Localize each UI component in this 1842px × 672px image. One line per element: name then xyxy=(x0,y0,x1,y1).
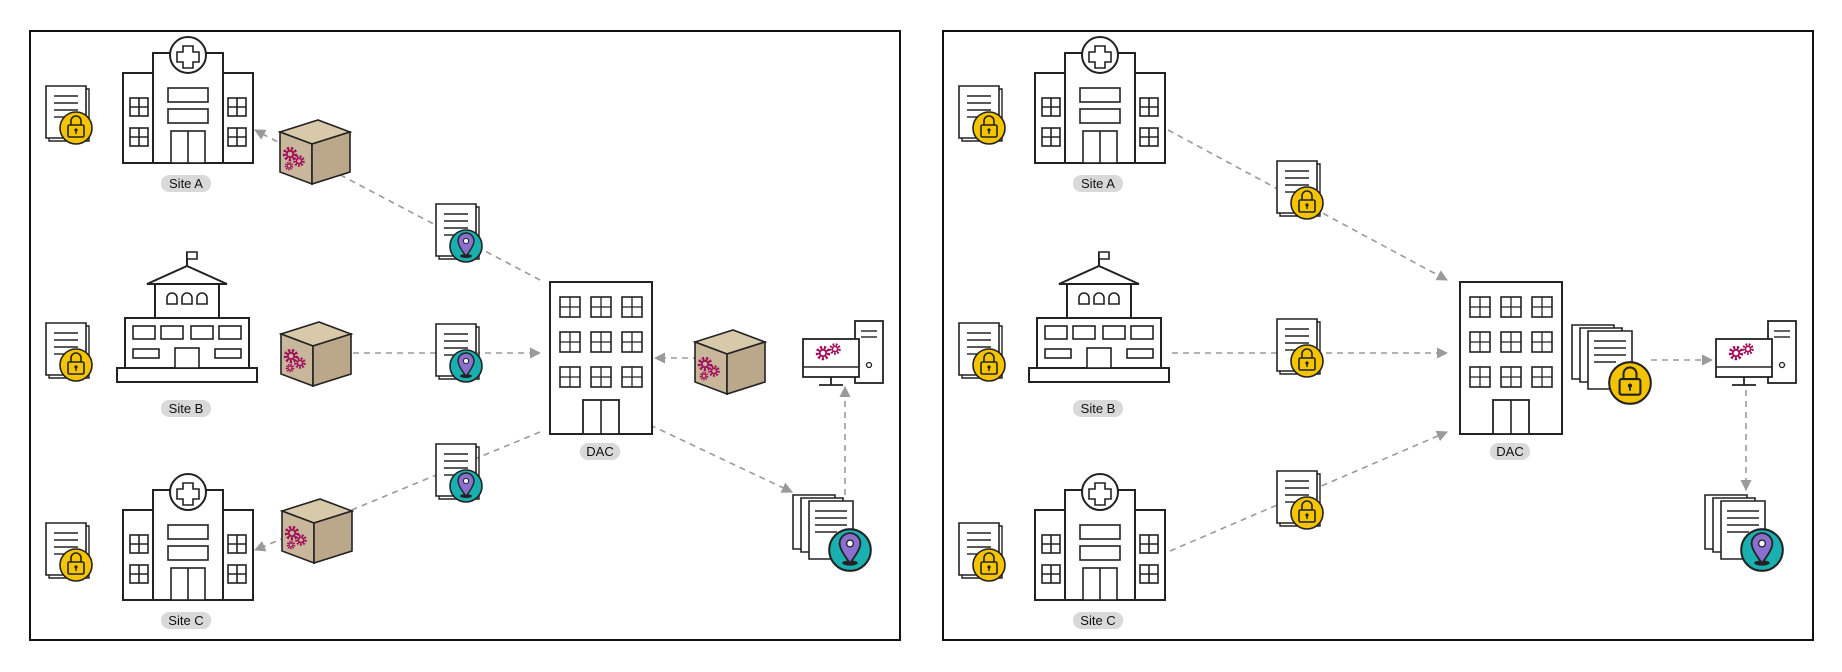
document-lock-icon xyxy=(1276,160,1324,220)
document-stack-pin-icon xyxy=(792,494,872,572)
panel-federated: Site A Site B Site C DAC xyxy=(29,30,901,641)
workstation-icon xyxy=(1716,321,1796,385)
site-label-b: Site B xyxy=(1073,400,1123,417)
site-label-c: Site C xyxy=(161,612,211,629)
site-label-a: Site A xyxy=(161,175,211,192)
document-lock-icon xyxy=(1276,470,1324,530)
document-pin-icon xyxy=(435,323,483,383)
site-label-c: Site C xyxy=(1073,612,1123,629)
workstation-icon xyxy=(803,321,883,385)
site-label-a: Site A xyxy=(1073,175,1123,192)
site-label-text: Site B xyxy=(169,401,204,416)
site-label-text: Site C xyxy=(1080,613,1115,628)
hospital-icon xyxy=(122,36,254,164)
panel-centralized: Site A Site B Site C DAC xyxy=(942,30,1814,641)
site-label-b: Site B xyxy=(161,400,211,417)
office-building-icon xyxy=(1459,281,1563,435)
document-lock-icon xyxy=(1276,318,1324,378)
site-label-text: Site C xyxy=(168,613,203,628)
model-box-icon xyxy=(280,120,350,184)
hospital-icon xyxy=(1034,473,1166,601)
hospital-icon xyxy=(1034,36,1166,164)
dac-label: DAC xyxy=(1490,443,1530,460)
model-box-icon xyxy=(281,322,351,386)
document-lock-icon xyxy=(958,85,1006,145)
hospital-icon xyxy=(122,473,254,601)
school-icon xyxy=(116,251,258,383)
dac-label-text: DAC xyxy=(586,444,613,459)
dac-label: DAC xyxy=(580,443,620,460)
panel-frame xyxy=(29,30,901,641)
arrows xyxy=(1167,129,1752,552)
site-label-text: Site A xyxy=(1081,176,1115,191)
document-stack-lock-icon xyxy=(1571,324,1652,405)
document-pin-icon xyxy=(435,443,483,503)
site-label-text: Site B xyxy=(1081,401,1116,416)
document-lock-icon xyxy=(45,85,93,145)
document-stack-pin-icon xyxy=(1704,494,1784,572)
office-building-icon xyxy=(549,281,653,435)
arrow-dac-to-results xyxy=(649,424,794,493)
document-lock-icon xyxy=(45,322,93,382)
document-lock-icon xyxy=(958,322,1006,382)
document-pin-icon xyxy=(435,203,483,263)
model-box-icon xyxy=(695,330,765,394)
model-box-icon xyxy=(282,499,352,563)
school-icon xyxy=(1028,251,1170,383)
site-label-text: Site A xyxy=(169,176,203,191)
panel-frame xyxy=(942,30,1814,641)
dac-label-text: DAC xyxy=(1496,444,1523,459)
document-lock-icon xyxy=(958,522,1006,582)
document-lock-icon xyxy=(45,522,93,582)
